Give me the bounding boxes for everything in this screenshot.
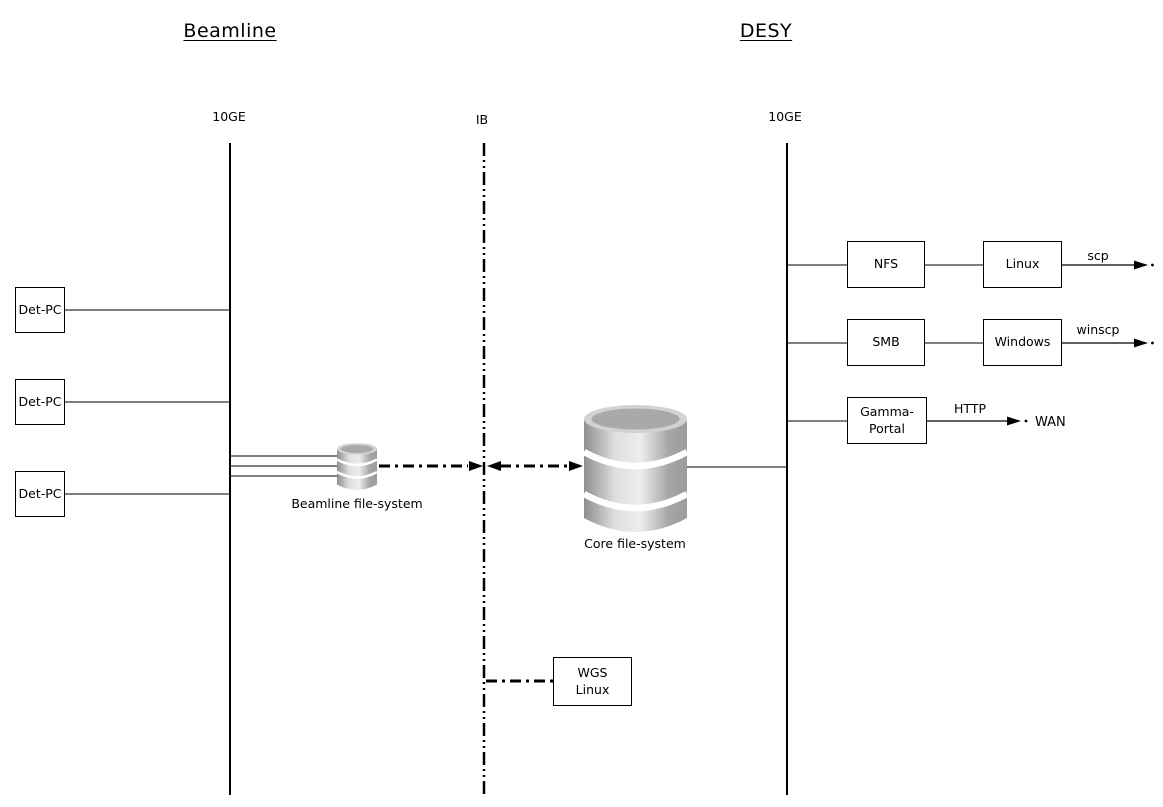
core-filesystem-label: Core file-system (584, 536, 686, 551)
det-pc-label-2: Det-PC (18, 393, 62, 409)
nfs-box: NFS (847, 241, 925, 288)
desy-10ge-bus-label: 10GE (768, 109, 802, 124)
windows-box-label: Windows (994, 334, 1051, 350)
desy-section-title: DESY (739, 20, 793, 42)
infiniband-bus-label: IB (475, 112, 489, 127)
beamline-fs-to-ib-arrow (379, 461, 483, 471)
gamma-portal-box-line2: Portal (869, 420, 905, 436)
wgs-linux-box-line1: WGS (577, 665, 608, 681)
linux-box-label: Linux (1005, 256, 1040, 272)
beamline-section-title: Beamline (183, 20, 277, 42)
wgs-linux-box: WGS Linux (553, 657, 632, 706)
linux-box: Linux (983, 241, 1062, 288)
scp-arrow (1062, 260, 1154, 270)
det-pc-box-1: Det-PC (15, 287, 65, 333)
beamline-filesystem-database-icon (336, 443, 378, 490)
gamma-portal-box: Gamma- Portal (847, 397, 927, 444)
det-pc-label-1: Det-PC (18, 301, 62, 317)
windows-box: Windows (983, 319, 1062, 366)
http-arrow (927, 416, 1028, 426)
det-pc-label-3: Det-PC (18, 485, 62, 501)
beamline-10ge-bus-label: 10GE (212, 109, 246, 124)
winscp-label: winscp (1076, 322, 1120, 337)
nfs-box-label: NFS (873, 256, 899, 272)
wan-label: WAN (1035, 415, 1066, 430)
winscp-arrow (1062, 338, 1154, 348)
http-label: HTTP (954, 401, 986, 416)
beamline-filesystem-label: Beamline file-system (291, 496, 423, 511)
smb-box: SMB (847, 319, 925, 366)
gamma-portal-box-line1: Gamma- (860, 404, 914, 420)
ib-to-core-fs-arrow (487, 461, 583, 471)
det-pc-box-2: Det-PC (15, 379, 65, 425)
smb-box-label: SMB (872, 334, 900, 350)
core-filesystem-database-icon (582, 405, 689, 532)
wgs-linux-box-line2: Linux (575, 681, 610, 697)
det-pc-box-3: Det-PC (15, 471, 65, 517)
scp-label: scp (1087, 248, 1109, 263)
